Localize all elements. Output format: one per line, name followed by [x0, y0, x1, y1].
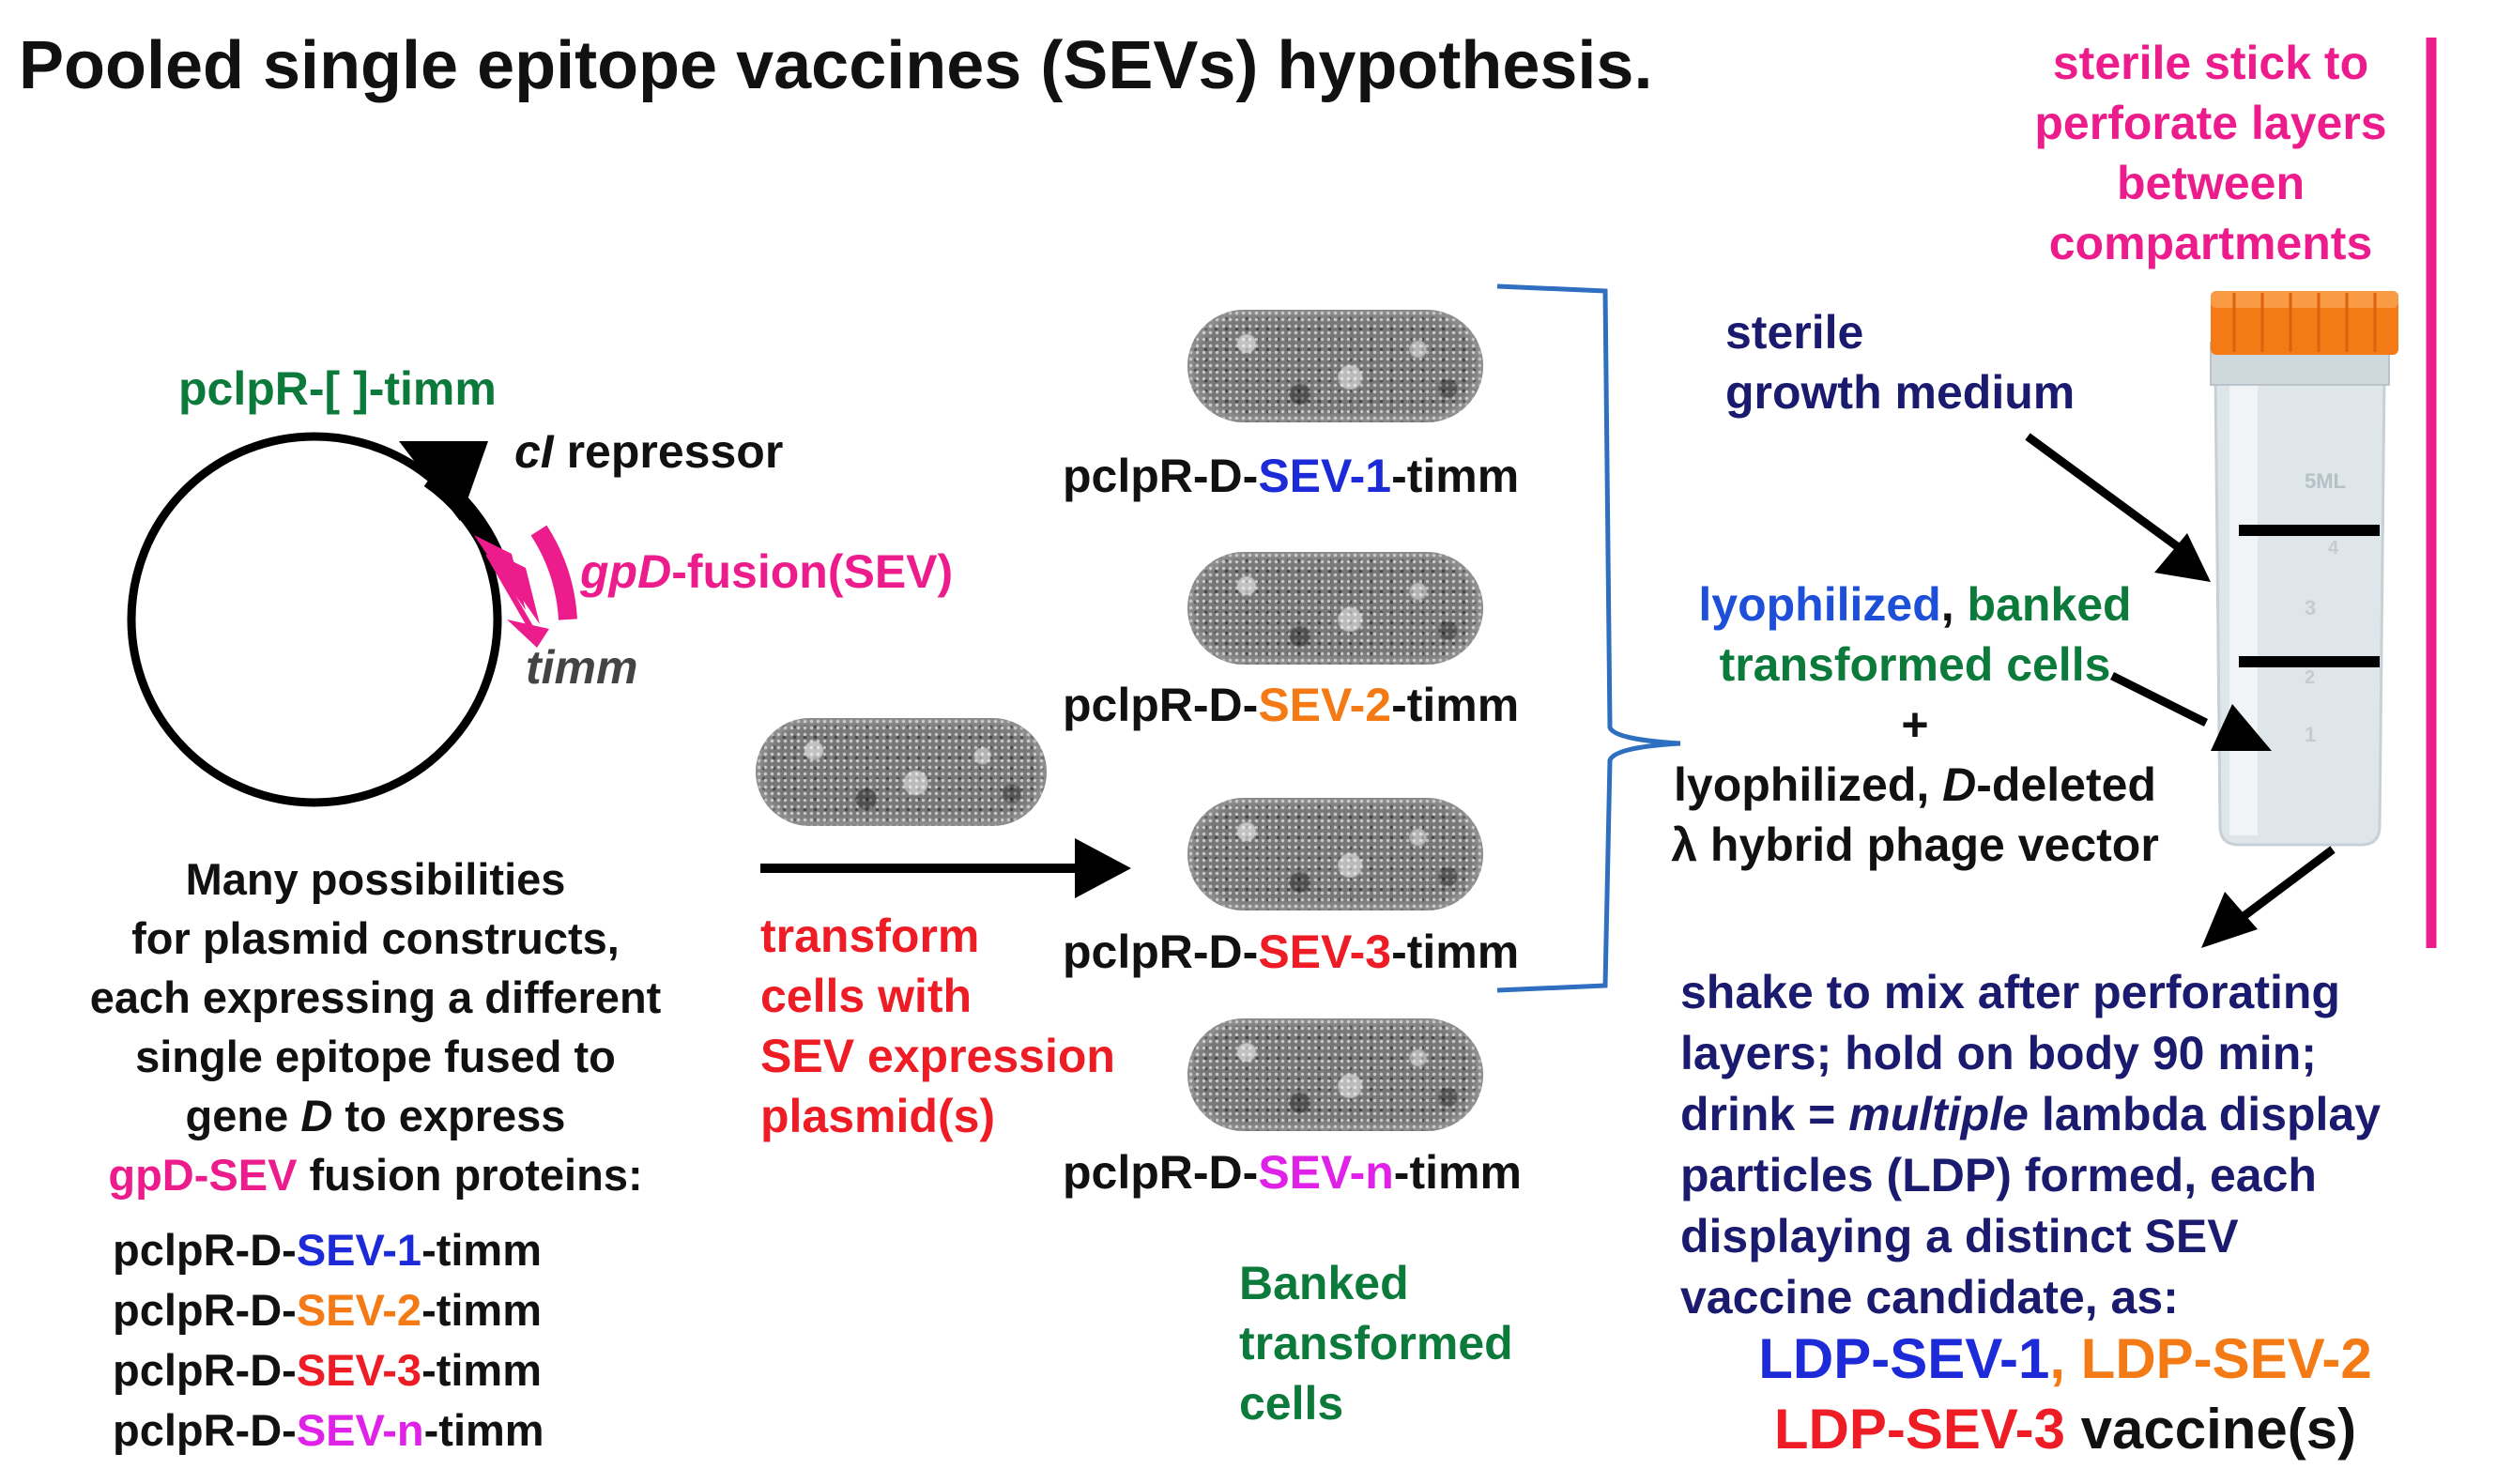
lyophilized-label: lyophilized, banked transformed cells + …: [1615, 574, 2215, 875]
tube-mark-4: 4: [2328, 538, 2339, 558]
medium-arrow-head: [2154, 533, 2211, 582]
gpd-fusion-arc: [530, 525, 577, 620]
shake-line-2: layers; hold on body 90 min;: [1680, 1027, 2317, 1079]
transform-line-3: SEV expression: [760, 1030, 1115, 1082]
left-construct-n: pclpR-D-SEV-n-timm: [113, 1405, 544, 1455]
tube-icon: 5ML 4 3 2 1: [2210, 291, 2398, 847]
ldp-vaccines: LDP-SEV-1, LDP-SEV-2 LDP-SEV-3 vaccine(s…: [1680, 1323, 2450, 1464]
ldp-line-1: LDP-SEV-1, LDP-SEV-2: [1758, 1327, 2372, 1390]
tube-to-shake-arrow-shaft: [2236, 846, 2336, 924]
medium-arrow-shaft: [2025, 433, 2190, 558]
ci-repressor-arrowhead: [399, 441, 488, 521]
medium-line-2: growth medium: [1725, 366, 2076, 419]
timm-label: timm: [526, 641, 638, 694]
shake-line-4: particles (LDP) formed, each: [1680, 1149, 2317, 1201]
fusion-word: -fusion(SEV): [671, 545, 954, 598]
lyophilized-line-2: transformed cells: [1719, 638, 2111, 691]
left-construct-3: pclpR-D-SEV-3-timm: [113, 1345, 543, 1395]
transform-arrow-head: [1075, 838, 1131, 898]
banked-line-1: Banked: [1239, 1257, 1409, 1309]
left-construct-1: pclpR-D-SEV-1-timm: [113, 1225, 543, 1275]
transform-line-2: cells with: [760, 970, 973, 1022]
gpd-fusion-label: gpD-fusion(SEV): [580, 544, 953, 600]
gpd-gene: gpD: [580, 545, 672, 598]
banked-cells-label: Banked transformed cells: [1239, 1253, 1513, 1433]
plasmid-circle: [127, 432, 502, 807]
source-cell-image: [756, 718, 1047, 826]
growth-medium-label: sterile growth medium: [1725, 302, 2075, 422]
transform-line-4: plasmid(s): [760, 1090, 996, 1142]
transform-line-1: transform: [760, 910, 980, 962]
ci-gene: cI: [514, 425, 554, 478]
ci-repressor-label: cI repressor: [514, 424, 783, 480]
stick-line-2: perforate layers: [2034, 97, 2387, 149]
lyophilized-plus: +: [1901, 698, 1929, 751]
medium-line-1: sterile: [1725, 306, 1864, 359]
stick-line-3: between: [2116, 157, 2306, 209]
description-text: Many possibilities for plasmid construct…: [0, 849, 751, 1204]
page-title: Pooled single epitope vaccines (SEVs) hy…: [19, 28, 1653, 103]
tube-to-shake-arrow-head: [2201, 892, 2258, 948]
description-line-2: for plasmid constructs,: [131, 913, 620, 963]
repressor-word: repressor: [553, 425, 784, 478]
sterile-stick-label: sterile stick to perforate layers betwee…: [1999, 33, 2422, 273]
banked-line-2: transformed: [1239, 1317, 1513, 1369]
lyophilized-line-5: λ hybrid phage vector: [1671, 818, 2159, 871]
transform-label: transform cells with SEV expression plas…: [760, 906, 1115, 1146]
cell-image-sev-3: [1187, 798, 1483, 910]
stick-line-1: sterile stick to: [2052, 37, 2369, 89]
shake-line-1: shake to mix after perforating: [1680, 966, 2340, 1018]
shake-line-5: displaying a distinct SEV: [1680, 1210, 2239, 1262]
cell-image-sev-n: [1187, 1018, 1483, 1131]
lyophilized-line-4: lyophilized, D-deleted: [1674, 758, 2156, 811]
cell-image-sev-2: [1187, 552, 1483, 665]
timm-arrow-icon: [474, 535, 549, 648]
banked-line-3: cells: [1239, 1377, 1344, 1430]
shake-instructions: shake to mix after perforating layers; h…: [1680, 962, 2381, 1328]
cell-label-sev-n: pclpR-D-SEV-n-timm: [1063, 1146, 1522, 1199]
ldp-line-2: LDP-SEV-3 vaccine(s): [1773, 1398, 2357, 1461]
shake-line-3: drink = multiple lambda display: [1680, 1088, 2382, 1140]
cell-label-sev-2: pclpR-D-SEV-2-timm: [1063, 679, 1520, 731]
description-line-3: each expressing a different: [89, 972, 662, 1022]
tube-mark-3: 3: [2305, 596, 2316, 620]
description-line-6: gpD-SEV fusion proteins:: [108, 1150, 643, 1200]
cell-image-sev-1: [1187, 310, 1483, 422]
description-line-5: gene D to express: [185, 1091, 566, 1140]
cell-label-sev-1: pclpR-D-SEV-1-timm: [1063, 450, 1520, 502]
banked-cells-bracket: [1496, 283, 1681, 993]
cells-arrow-shaft: [2109, 671, 2209, 727]
description-line-1: Many possibilities: [185, 854, 566, 904]
shake-line-6: vaccine candidate, as:: [1680, 1271, 2179, 1323]
cell-label-sev-3: pclpR-D-SEV-3-timm: [1063, 926, 1520, 978]
tube-mark-5ml: 5ML: [2305, 469, 2346, 493]
description-line-4: single epitope fused to: [135, 1032, 616, 1081]
tube-mark-1: 1: [2305, 723, 2316, 746]
left-construct-2: pclpR-D-SEV-2-timm: [113, 1285, 543, 1335]
construct-list-left: pclpR-D-SEV-1-timm pclpR-D-SEV-2-timm pc…: [113, 1220, 544, 1461]
tube-mark-2: 2: [2305, 667, 2315, 688]
stick-line-4: compartments: [2048, 217, 2373, 269]
lyophilized-line-1: lyophilized, banked: [1698, 578, 2132, 631]
plasmid-name: pclpR-[ ]-timm: [178, 362, 497, 415]
cells-arrow-head: [2211, 704, 2272, 751]
